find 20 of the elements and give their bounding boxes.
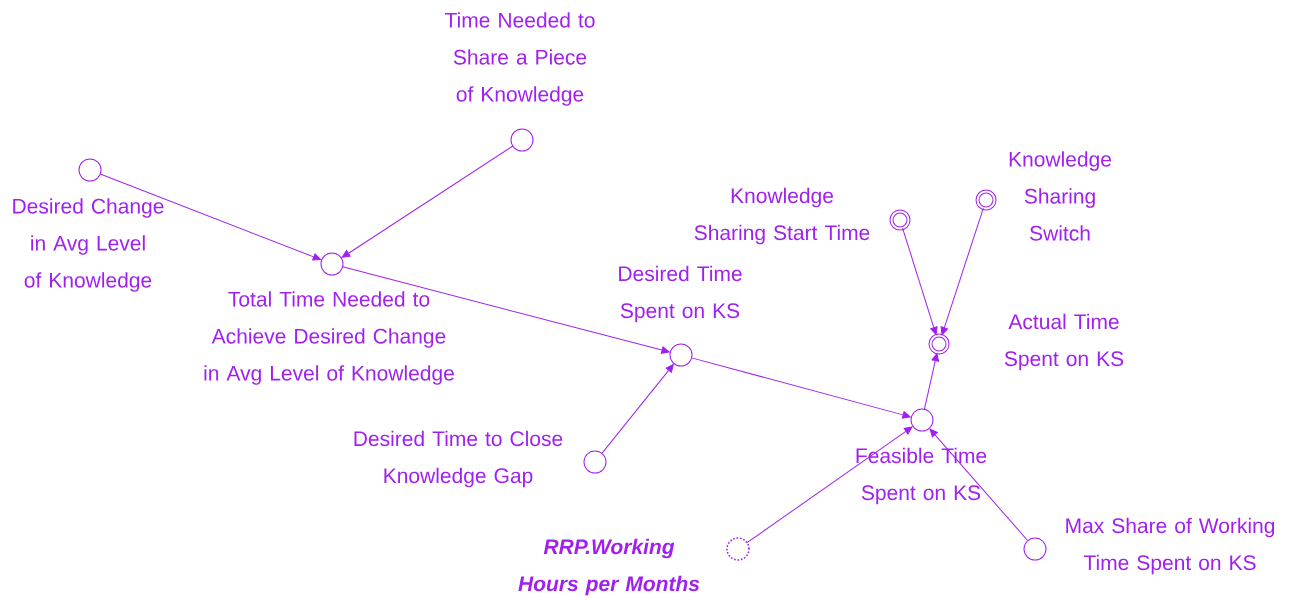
node-label: Knowledge Sharing Start Time	[694, 187, 870, 245]
node-label: Max Share of Working Time Spent on KS	[1066, 517, 1275, 575]
arrow	[691, 357, 911, 419]
arrow	[341, 145, 514, 258]
arrow	[923, 353, 940, 410]
arrow	[929, 428, 1029, 542]
arrow	[601, 364, 674, 454]
arrow	[99, 173, 322, 261]
node-label: Desired Time Spent on KS	[619, 265, 742, 323]
arrow	[940, 207, 984, 336]
node-label: Total Time Needed to Achieve Desired Change in Avg Level of Knowledge	[204, 291, 454, 385]
node-label: Desired Time to Close Knowledge Gap	[354, 430, 563, 488]
node-label: Actual Time Spent on KS	[1004, 313, 1124, 371]
node-label: Time Needed to Share a Piece of Knowledge	[445, 12, 595, 106]
node-label: Desired Change in Avg Level of Knowledge	[13, 198, 164, 292]
arrow	[342, 266, 670, 354]
node-label: RRP.Working Hours per Months	[518, 538, 700, 596]
arrow	[902, 227, 938, 336]
node-label: Knowledge Sharing Switch	[1009, 151, 1111, 241]
arrow	[746, 426, 913, 544]
